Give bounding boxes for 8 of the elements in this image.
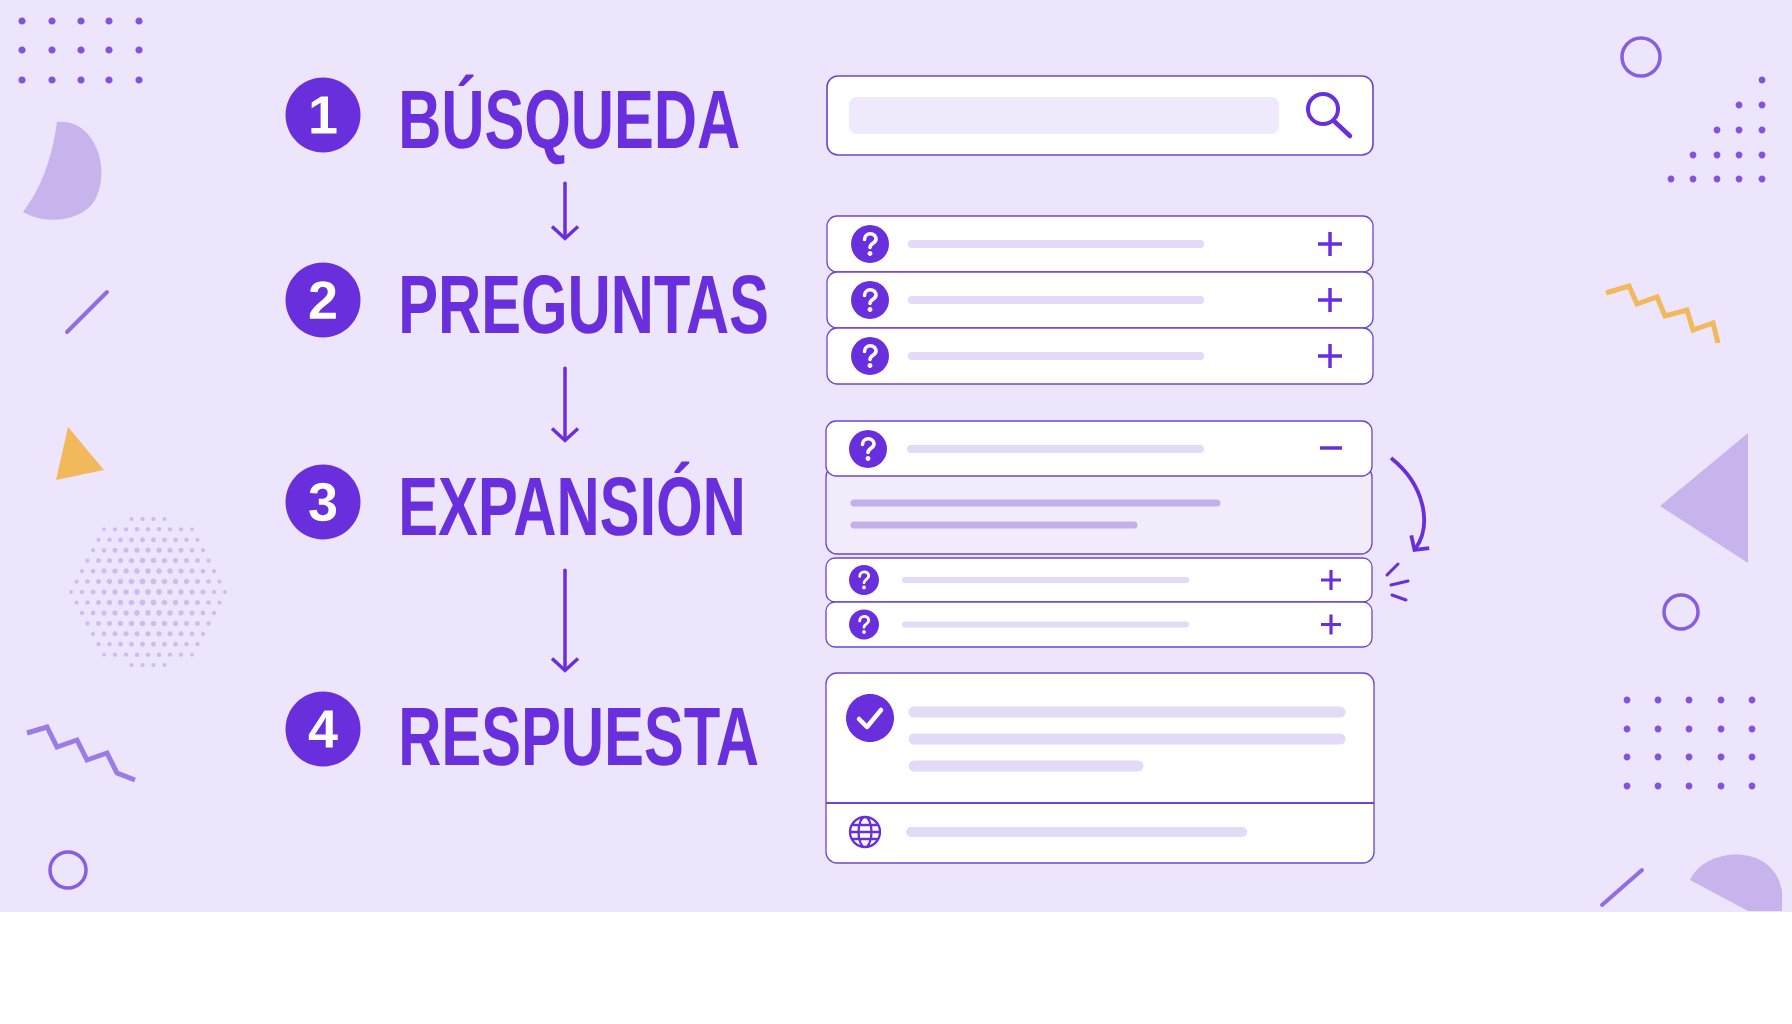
- step-heading: PREGUNTAS: [402, 275, 767, 334]
- number-badge: 3: [285, 464, 361, 540]
- number-badge: 2: [285, 262, 361, 338]
- number-badge: 1: [285, 77, 361, 153]
- number-badge: 4: [285, 691, 361, 767]
- step-heading: EXPANSIÓN: [402, 461, 742, 536]
- step-heading: BÚSQUEDA: [402, 74, 739, 165]
- step-heading: RESPUESTA: [402, 707, 758, 766]
